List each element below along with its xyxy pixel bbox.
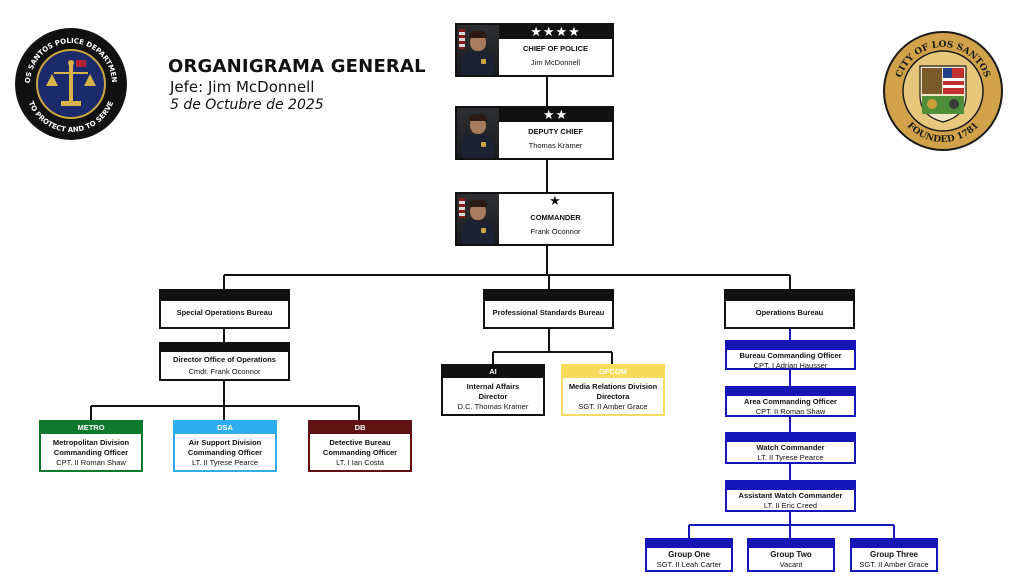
- director-office-box: Director Office of Operations Cmdt. Fran…: [159, 342, 290, 381]
- group-title: Group Three: [869, 550, 918, 559]
- division-abbr: DSA: [175, 422, 275, 434]
- chief-of-police-box: ★★★★ CHIEF OF POLICE Jim McDonnell: [455, 23, 614, 77]
- division-role: Commanding Officer: [322, 448, 398, 457]
- director-name: Cmdt. Frank Oconnor: [188, 367, 261, 376]
- chief-subtitle: Jefe: Jim McDonnell: [170, 78, 315, 96]
- bureau-commanding-officer-box: Bureau Commanding Officer CPT. I Adrian …: [725, 340, 856, 370]
- commander-box: ★ COMMANDER Frank Oconnor: [455, 192, 614, 246]
- ops-officer-name: CPT. I Adrian Hausser: [753, 361, 828, 370]
- ops-role-title: Watch Commander: [756, 443, 825, 452]
- division-title: Media Relations Division: [568, 382, 658, 391]
- group-three-box: Group Three SGT. II Amber Grace: [850, 538, 938, 572]
- rank-stars: ★★: [499, 108, 612, 122]
- page-title: ORGANIGRAMA GENERAL: [168, 56, 426, 77]
- ops-officer-name: LT. II Tyrese Pearce: [757, 453, 824, 462]
- division-role: Director: [478, 392, 508, 401]
- division-officer: LT. I Ian Costa: [336, 458, 384, 467]
- group-title: Group Two: [770, 550, 812, 559]
- role-title: COMMANDER: [530, 213, 581, 222]
- division-abbr: AI: [443, 366, 543, 378]
- bureau-title: Operations Bureau: [755, 308, 824, 317]
- watch-commander-box: Watch Commander LT. II Tyrese Pearce: [725, 432, 856, 464]
- division-role: Commanding Officer: [187, 448, 263, 457]
- group-two-box: Group Two Vacant: [747, 538, 835, 572]
- bureau-title: Professional Standards Bureau: [492, 308, 605, 317]
- professional-standards-bureau-box: Professional Standards Bureau: [483, 289, 614, 329]
- division-officer: D.C. Thomas Kramer: [457, 402, 529, 411]
- deputy-chief-box: ★★ DEPUTY CHIEF Thomas Kramer: [455, 106, 614, 160]
- division-abbr: OFCOM: [563, 366, 663, 378]
- officer-name: Frank Oconnor: [530, 227, 581, 236]
- division-officer: CPT. II Roman Shaw: [56, 458, 126, 467]
- division-officer: LT. II Tyrese Pearce: [191, 458, 258, 467]
- role-title: CHIEF OF POLICE: [522, 44, 588, 53]
- ops-role-title: Area Commanding Officer: [744, 397, 837, 406]
- special-operations-bureau-box: Special Operations Bureau: [159, 289, 290, 329]
- bureau-title: Special Operations Bureau: [176, 308, 273, 317]
- scales-of-justice-icon: [46, 60, 96, 106]
- officer-photo-icon: [457, 108, 499, 158]
- area-commanding-officer-box: Area Commanding Officer CPT. II Roman Sh…: [725, 386, 856, 417]
- division-officer: SGT. II Amber Grace: [578, 402, 648, 411]
- division-title: Air Support Division: [188, 438, 262, 447]
- internal-affairs-box: AI Internal Affairs Director D.C. Thomas…: [441, 364, 545, 416]
- division-role: Commanding Officer: [53, 448, 129, 457]
- ops-role-title: Assistant Watch Commander: [738, 491, 843, 500]
- group-officer: Vacant: [779, 560, 803, 569]
- shield-icon: [919, 65, 967, 123]
- rank-stars: ★: [499, 194, 612, 208]
- division-abbr: DB: [310, 422, 410, 434]
- group-officer: SGT. II Amber Grace: [859, 560, 929, 569]
- metro-division-box: METRO Metropolitan Division Commanding O…: [39, 420, 143, 472]
- division-title: Internal Affairs: [466, 382, 520, 391]
- group-officer: SGT. II Leah Carter: [656, 560, 722, 569]
- division-title: Metropolitan Division: [52, 438, 130, 447]
- detective-bureau-box: DB Detective Bureau Commanding Officer L…: [308, 420, 412, 472]
- rank-stars: ★★★★: [499, 25, 612, 39]
- officer-name: Thomas Kramer: [528, 141, 583, 150]
- air-support-division-box: DSA Air Support Division Commanding Offi…: [173, 420, 277, 472]
- ops-officer-name: CPT. II Roman Shaw: [755, 407, 826, 416]
- ops-role-title: Bureau Commanding Officer: [739, 351, 842, 360]
- ops-officer-name: LT. II Eric Creed: [763, 501, 818, 510]
- assistant-watch-commander-box: Assistant Watch Commander LT. II Eric Cr…: [725, 480, 856, 512]
- media-relations-box: OFCOM Media Relations Division Directora…: [561, 364, 665, 416]
- document-date: 5 de Octubre de 2025: [170, 97, 324, 113]
- officer-photo-icon: [457, 25, 499, 75]
- officer-photo-icon: [457, 194, 499, 244]
- division-abbr: METRO: [41, 422, 141, 434]
- group-one-box: Group One SGT. II Leah Carter: [645, 538, 733, 572]
- operations-bureau-box: Operations Bureau: [724, 289, 855, 329]
- division-role: Directora: [596, 392, 630, 401]
- group-title: Group One: [668, 550, 710, 559]
- director-title: Director Office of Operations: [173, 355, 276, 364]
- city-seal: CITY OF LOS SANTOS FOUNDED 1781: [883, 31, 1003, 151]
- officer-name: Jim McDonnell: [530, 58, 581, 67]
- division-title: Detective Bureau: [329, 438, 391, 447]
- role-title: DEPUTY CHIEF: [528, 127, 583, 136]
